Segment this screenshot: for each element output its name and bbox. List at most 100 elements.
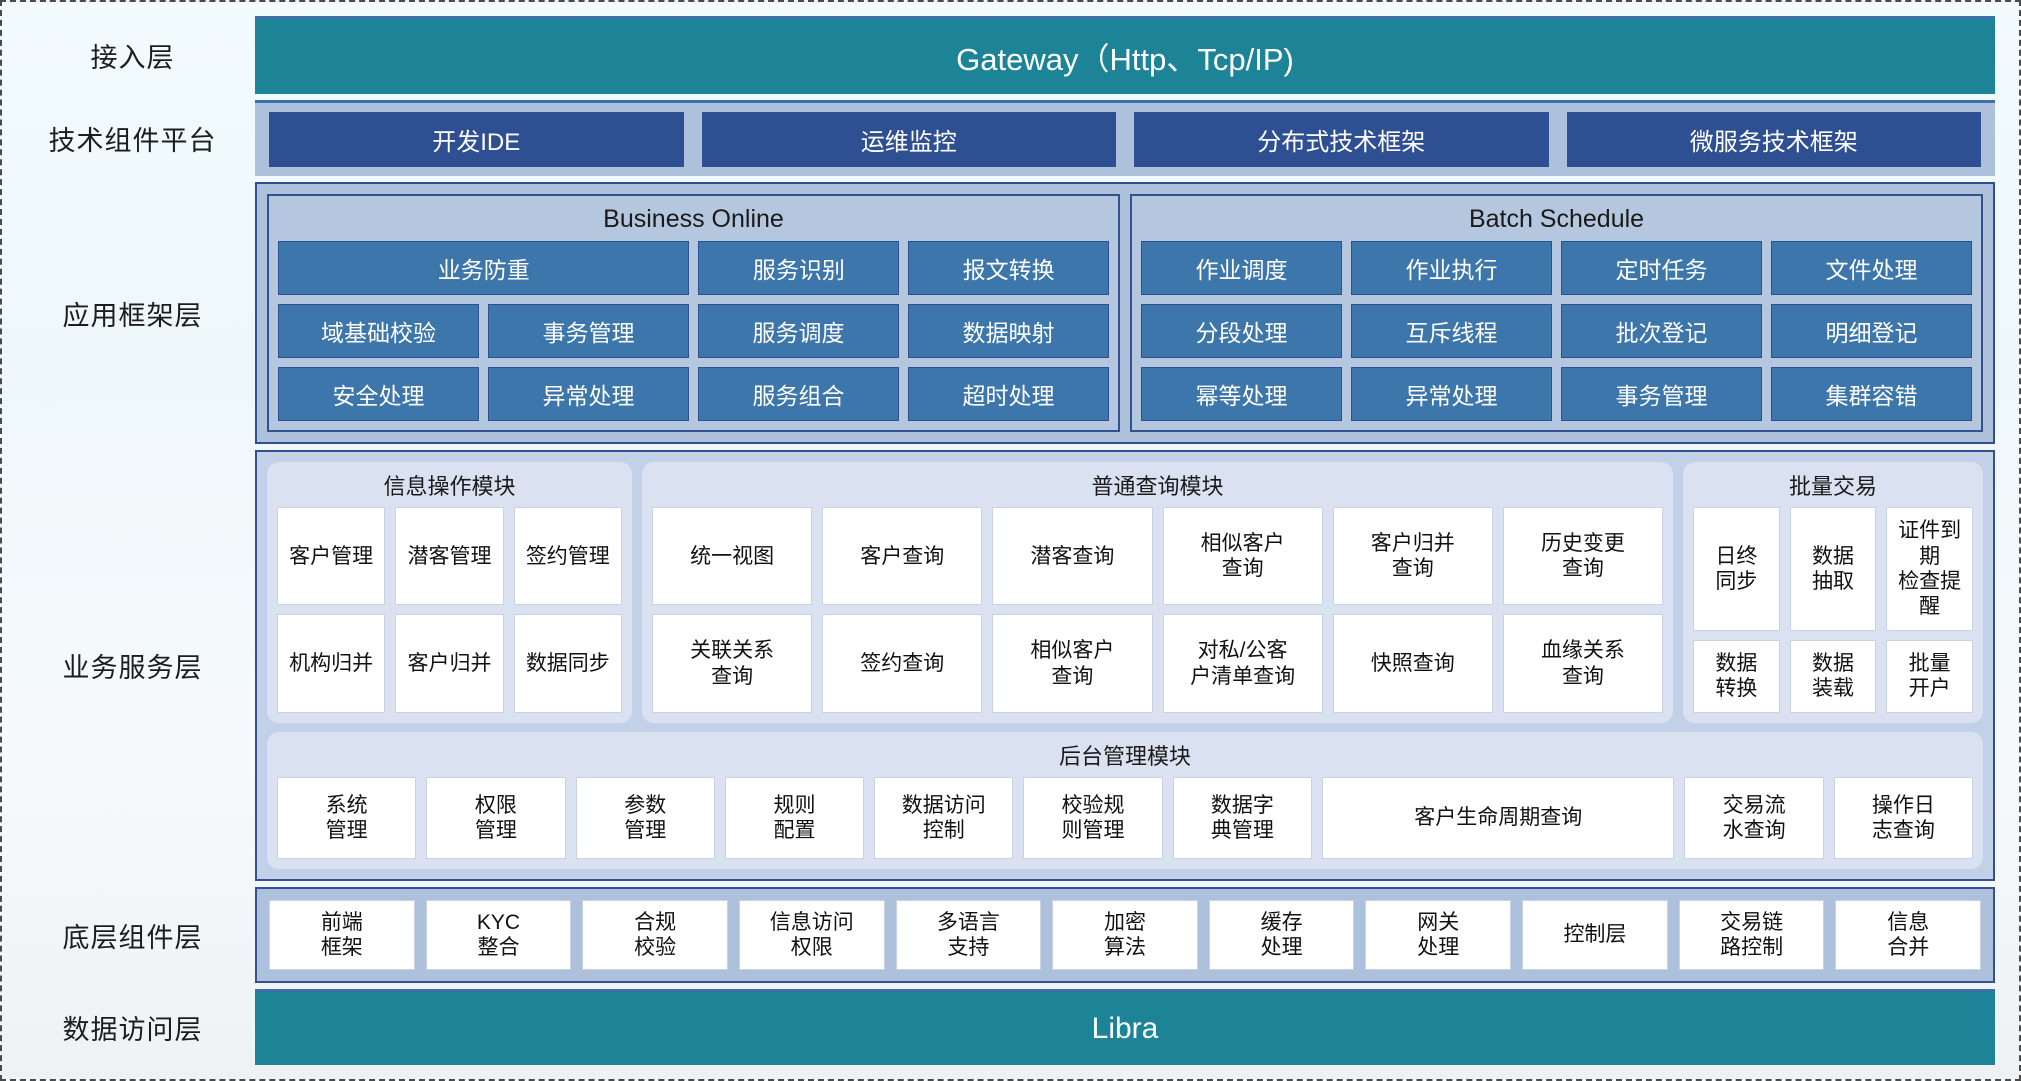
service-cell[interactable]: 对私/公客 户清单查询: [1162, 614, 1323, 713]
admin-cell[interactable]: 权限 管理: [426, 776, 566, 859]
framework-cell[interactable]: 异常处理: [1351, 367, 1552, 421]
module-title-0: 信息操作模块: [383, 474, 516, 499]
framework-cell[interactable]: 业务防重: [278, 241, 690, 295]
component-cell[interactable]: 缓存 处理: [1208, 900, 1355, 970]
module-row: 关联关系 查询签约查询相似客户 查询对私/公客 户清单查询快照查询血缘关系 查询: [652, 614, 1664, 713]
service-cell[interactable]: 客户归并: [395, 614, 504, 713]
admin-cell[interactable]: 校验规 则管理: [1023, 776, 1163, 859]
module-row: 数据 转换数据 装载批量 开户: [1693, 639, 1974, 713]
component-cell[interactable]: 前端 框架: [269, 900, 415, 970]
service-cell[interactable]: 历史变更 查询: [1502, 507, 1664, 606]
service-cell[interactable]: 签约查询: [822, 614, 983, 713]
module-admin-row: 系统 管理权限 管理参数 管理规则 配置数据访问 控制校验规 则管理数据字 典管…: [277, 776, 1974, 859]
component-cell[interactable]: 合规 校验: [582, 900, 728, 970]
component-cell[interactable]: 控制层: [1522, 900, 1668, 970]
module-2: 批量交易日终 同步数据 抽取证件到期 检查提醒数据 转换数据 装载批量 开户: [1683, 462, 1983, 723]
framework-cell[interactable]: 异常处理: [488, 367, 689, 421]
service-cell[interactable]: 数据 装载: [1789, 639, 1877, 713]
framework-cell[interactable]: 域基础校验: [278, 304, 479, 358]
framework-cell[interactable]: 幂等处理: [1141, 367, 1342, 421]
service-cell[interactable]: 客户管理: [277, 507, 386, 606]
admin-cell[interactable]: 参数 管理: [575, 776, 715, 859]
admin-cell[interactable]: 客户生命周期查询: [1321, 776, 1675, 859]
service-cell[interactable]: 数据 抽取: [1789, 507, 1877, 631]
framework-cell[interactable]: 事务管理: [1561, 367, 1762, 421]
service-cell[interactable]: 数据 转换: [1693, 639, 1780, 713]
layer-body-1: 开发IDE 运维监控分布式技术框架微服务技术框架: [255, 100, 1995, 176]
framework-cell[interactable]: 分段处理: [1141, 304, 1342, 358]
service-cell[interactable]: 潜客管理: [395, 507, 504, 606]
framework-cell[interactable]: 作业执行: [1351, 241, 1552, 295]
service-cell[interactable]: 数据同步: [513, 614, 622, 713]
framework-cell[interactable]: 作业调度: [1141, 241, 1342, 295]
framework-cell[interactable]: 超时处理: [908, 367, 1109, 421]
service-cell[interactable]: 日终 同步: [1693, 507, 1780, 631]
admin-cell[interactable]: 操作日 志查询: [1833, 776, 1974, 859]
admin-cell[interactable]: 交易流 水查询: [1684, 776, 1824, 859]
layer-label-应用框架层: 应用框架层: [62, 300, 203, 331]
component-cell[interactable]: 信息 合并: [1835, 900, 1982, 970]
tech-button-3[interactable]: 微服务技术框架: [1566, 112, 1981, 167]
framework-cell[interactable]: 文件处理: [1771, 241, 1972, 295]
layer-label-业务服务层: 业务服务层: [62, 653, 203, 683]
admin-cell[interactable]: 规则 配置: [724, 776, 865, 859]
framework-cell[interactable]: 服务识别: [698, 241, 900, 295]
framework-cell[interactable]: 集群容错: [1771, 367, 1972, 421]
framework-cell[interactable]: 互斥线程: [1351, 304, 1552, 358]
layer-label-技术组件平台: 技术组件平台: [48, 125, 217, 156]
component-cell[interactable]: KYC 整合: [425, 900, 572, 970]
module-1: 普通查询模块统一视图客户查询潜客查询相似客户 查询客户归并 查询历史变更 查询关…: [642, 462, 1673, 723]
framework-cell[interactable]: 数据映射: [908, 304, 1109, 358]
service-cell[interactable]: 客户查询: [822, 507, 983, 606]
framework-cell[interactable]: 定时任务: [1561, 241, 1762, 295]
admin-cell[interactable]: 数据字 典管理: [1172, 776, 1312, 859]
group-row: 域基础校验事务管理服务调度数据映射: [278, 304, 1109, 358]
service-cell[interactable]: 批量 开户: [1886, 639, 1974, 713]
module-row: 客户管理潜客管理签约管理: [277, 507, 622, 606]
group-grid-0: 业务防重服务识别报文转换域基础校验事务管理服务调度数据映射安全处理异常处理服务组…: [278, 241, 1109, 421]
service-cell[interactable]: 潜客查询: [992, 507, 1153, 606]
module-grid-2: 日终 同步数据 抽取证件到期 检查提醒数据 转换数据 装载批量 开户: [1693, 507, 1974, 713]
service-cell[interactable]: 统一视图: [652, 507, 813, 606]
service-cell[interactable]: 签约管理: [513, 507, 622, 606]
service-cell[interactable]: 证件到期 检查提醒: [1886, 507, 1974, 631]
framework-cell[interactable]: 服务调度: [698, 304, 899, 358]
framework-cell[interactable]: 批次登记: [1561, 304, 1762, 358]
framework-cell[interactable]: 服务组合: [698, 367, 899, 421]
admin-cell[interactable]: 数据访问 控制: [874, 776, 1014, 859]
framework-cell[interactable]: 报文转换: [908, 241, 1109, 295]
tech-button-1[interactable]: 运维监控: [701, 112, 1116, 167]
group-title-1: Batch Schedule: [1468, 205, 1645, 233]
framework-cell[interactable]: 事务管理: [488, 304, 689, 358]
module-admin-title: 后台管理模块: [1058, 743, 1191, 769]
admin-cell[interactable]: 系统 管理: [277, 776, 417, 859]
service-cell[interactable]: 相似客户 查询: [1162, 507, 1323, 606]
tech-button-0[interactable]: 开发IDE: [269, 112, 684, 167]
component-cell[interactable]: 加密 算法: [1052, 900, 1198, 970]
framework-cell[interactable]: 安全处理: [278, 367, 479, 421]
layer-body-3: 信息操作模块客户管理潜客管理签约管理机构归并客户归并数据同步普通查询模块统一视图…: [255, 450, 1995, 881]
component-cell[interactable]: 多语言 支持: [895, 900, 1042, 970]
service-cell[interactable]: 客户归并 查询: [1332, 507, 1493, 606]
component-cell[interactable]: 网关 处理: [1365, 900, 1512, 970]
service-cell[interactable]: 相似客户 查询: [992, 614, 1153, 713]
service-top-modules: 信息操作模块客户管理潜客管理签约管理机构归并客户归并数据同步普通查询模块统一视图…: [267, 462, 1983, 723]
component-cell[interactable]: 交易链 路控制: [1678, 900, 1825, 970]
framework-cell[interactable]: 明细登记: [1771, 304, 1972, 358]
module-admin: 后台管理模块系统 管理权限 管理参数 管理规则 配置数据访问 控制校验规 则管理…: [267, 731, 1983, 869]
service-cell[interactable]: 快照查询: [1332, 614, 1493, 713]
group-grid-1: 作业调度作业执行定时任务文件处理分段处理互斥线程批次登记明细登记幂等处理异常处理…: [1141, 241, 1972, 421]
module-row: 日终 同步数据 抽取证件到期 检查提醒: [1693, 507, 1974, 631]
component-cell[interactable]: 信息访问 权限: [738, 900, 885, 970]
service-cell[interactable]: 机构归并: [277, 614, 386, 713]
service-cell[interactable]: 关联关系 查询: [652, 614, 813, 713]
module-title-1: 普通查询模块: [1091, 474, 1224, 499]
tech-button-2[interactable]: 分布式技术框架: [1134, 112, 1549, 167]
service-cell[interactable]: 血缘关系 查询: [1502, 614, 1664, 713]
